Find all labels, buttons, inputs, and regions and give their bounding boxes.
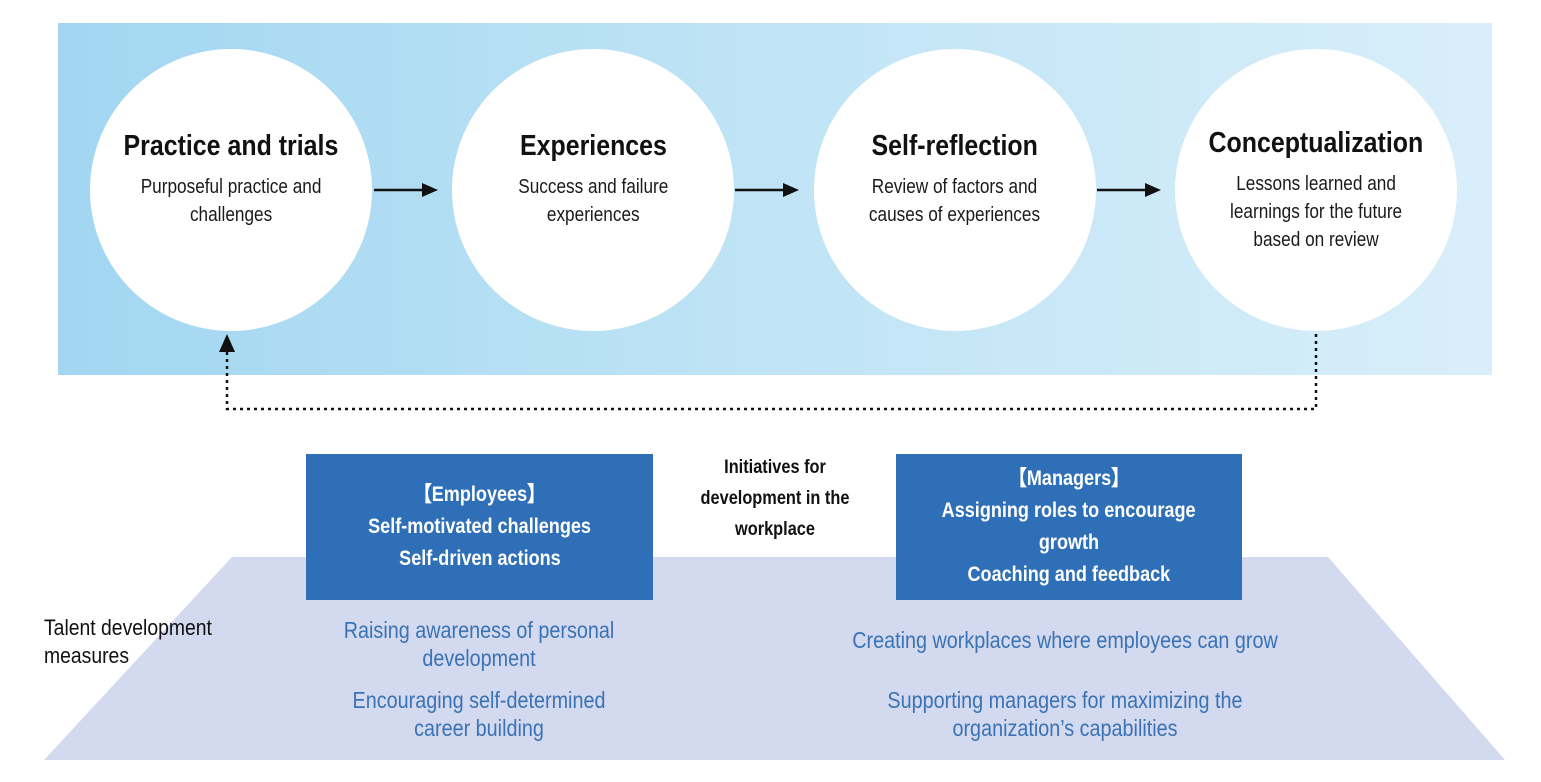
employees-heading: 【Employees】	[413, 483, 546, 506]
initiatives-label-line: Initiatives for	[724, 457, 826, 478]
measure-line: Creating workplaces where employees can …	[852, 627, 1278, 653]
talent-development-label: Talent development measures	[44, 614, 235, 670]
cycle-node-desc-line: Success and failure	[517, 175, 669, 198]
measure-career-building: Encouraging self-determined career build…	[279, 686, 679, 742]
initiatives-label-line: development in the	[700, 488, 850, 509]
employees-initiative-line: Self-motivated challenges	[368, 515, 591, 538]
cycle-node-practice: Practice and trials Purposeful practice …	[90, 49, 372, 331]
arrow-practice-to-experiences	[374, 183, 438, 197]
initiatives-label: Initiatives for development in the workp…	[676, 452, 874, 545]
measure-supporting-managers: Supporting managers for maximizing the o…	[765, 686, 1365, 742]
managers-initiative-line: Coaching and feedback	[967, 563, 1171, 586]
cycle-node-title: Conceptualization	[1208, 126, 1424, 159]
measure-growth-workplaces: Creating workplaces where employees can …	[765, 626, 1365, 654]
cycle-node-experiences: Experiences Success and failure experien…	[452, 49, 734, 331]
measure-line: development	[422, 645, 536, 671]
managers-initiative-line: Assigning roles to encourage	[942, 499, 1196, 522]
talent-development-label-line: Talent development	[44, 615, 212, 640]
initiatives-label-line: workplace	[735, 519, 815, 540]
measure-personal-development: Raising awareness of personal developmen…	[279, 616, 679, 672]
measure-line: Encouraging self-determined	[352, 687, 606, 713]
cycle-node-title: Self-reflection	[871, 129, 1039, 162]
cycle-node-conceptualization: Conceptualization Lessons learned and le…	[1175, 49, 1457, 331]
cycle-node-desc-line: Purposeful practice and	[140, 175, 322, 198]
cycle-node-self-reflection: Self-reflection Review of factors and ca…	[814, 49, 1096, 331]
cycle-node-desc-line: experiences	[546, 203, 640, 226]
managers-initiative-box: 【Managers】 Assigning roles to encourage …	[896, 454, 1242, 600]
measure-line: organization’s capabilities	[952, 715, 1178, 741]
managers-heading: 【Managers】	[1008, 467, 1130, 490]
cycle-node-desc-line: Lessons learned and	[1236, 172, 1396, 195]
cycle-node-desc-line: challenges	[189, 203, 273, 226]
measure-line: Raising awareness of personal	[343, 617, 615, 643]
employees-initiative-box: 【Employees】 Self-motivated challenges Se…	[306, 454, 653, 600]
talent-development-label-line: measures	[44, 643, 130, 668]
cycle-node-desc-line: Review of factors and	[872, 175, 1038, 198]
cycle-node-title: Experiences	[519, 129, 667, 162]
cycle-node-desc-line: learnings for the future	[1229, 200, 1403, 223]
cycle-node-title: Practice and trials	[123, 129, 339, 162]
arrow-reflection-to-conceptualization	[1097, 183, 1161, 197]
feedback-loop-dotted-arrow	[219, 334, 1318, 411]
employees-initiative-line: Self-driven actions	[398, 547, 561, 570]
cycle-node-desc-line: based on review	[1253, 228, 1379, 251]
cycle-node-desc-line: causes of experiences	[869, 203, 1041, 226]
arrow-experiences-to-reflection	[735, 183, 799, 197]
measure-line: career building	[414, 715, 544, 741]
measure-line: Supporting managers for maximizing the	[887, 687, 1243, 713]
managers-initiative-line: growth	[1038, 531, 1100, 554]
